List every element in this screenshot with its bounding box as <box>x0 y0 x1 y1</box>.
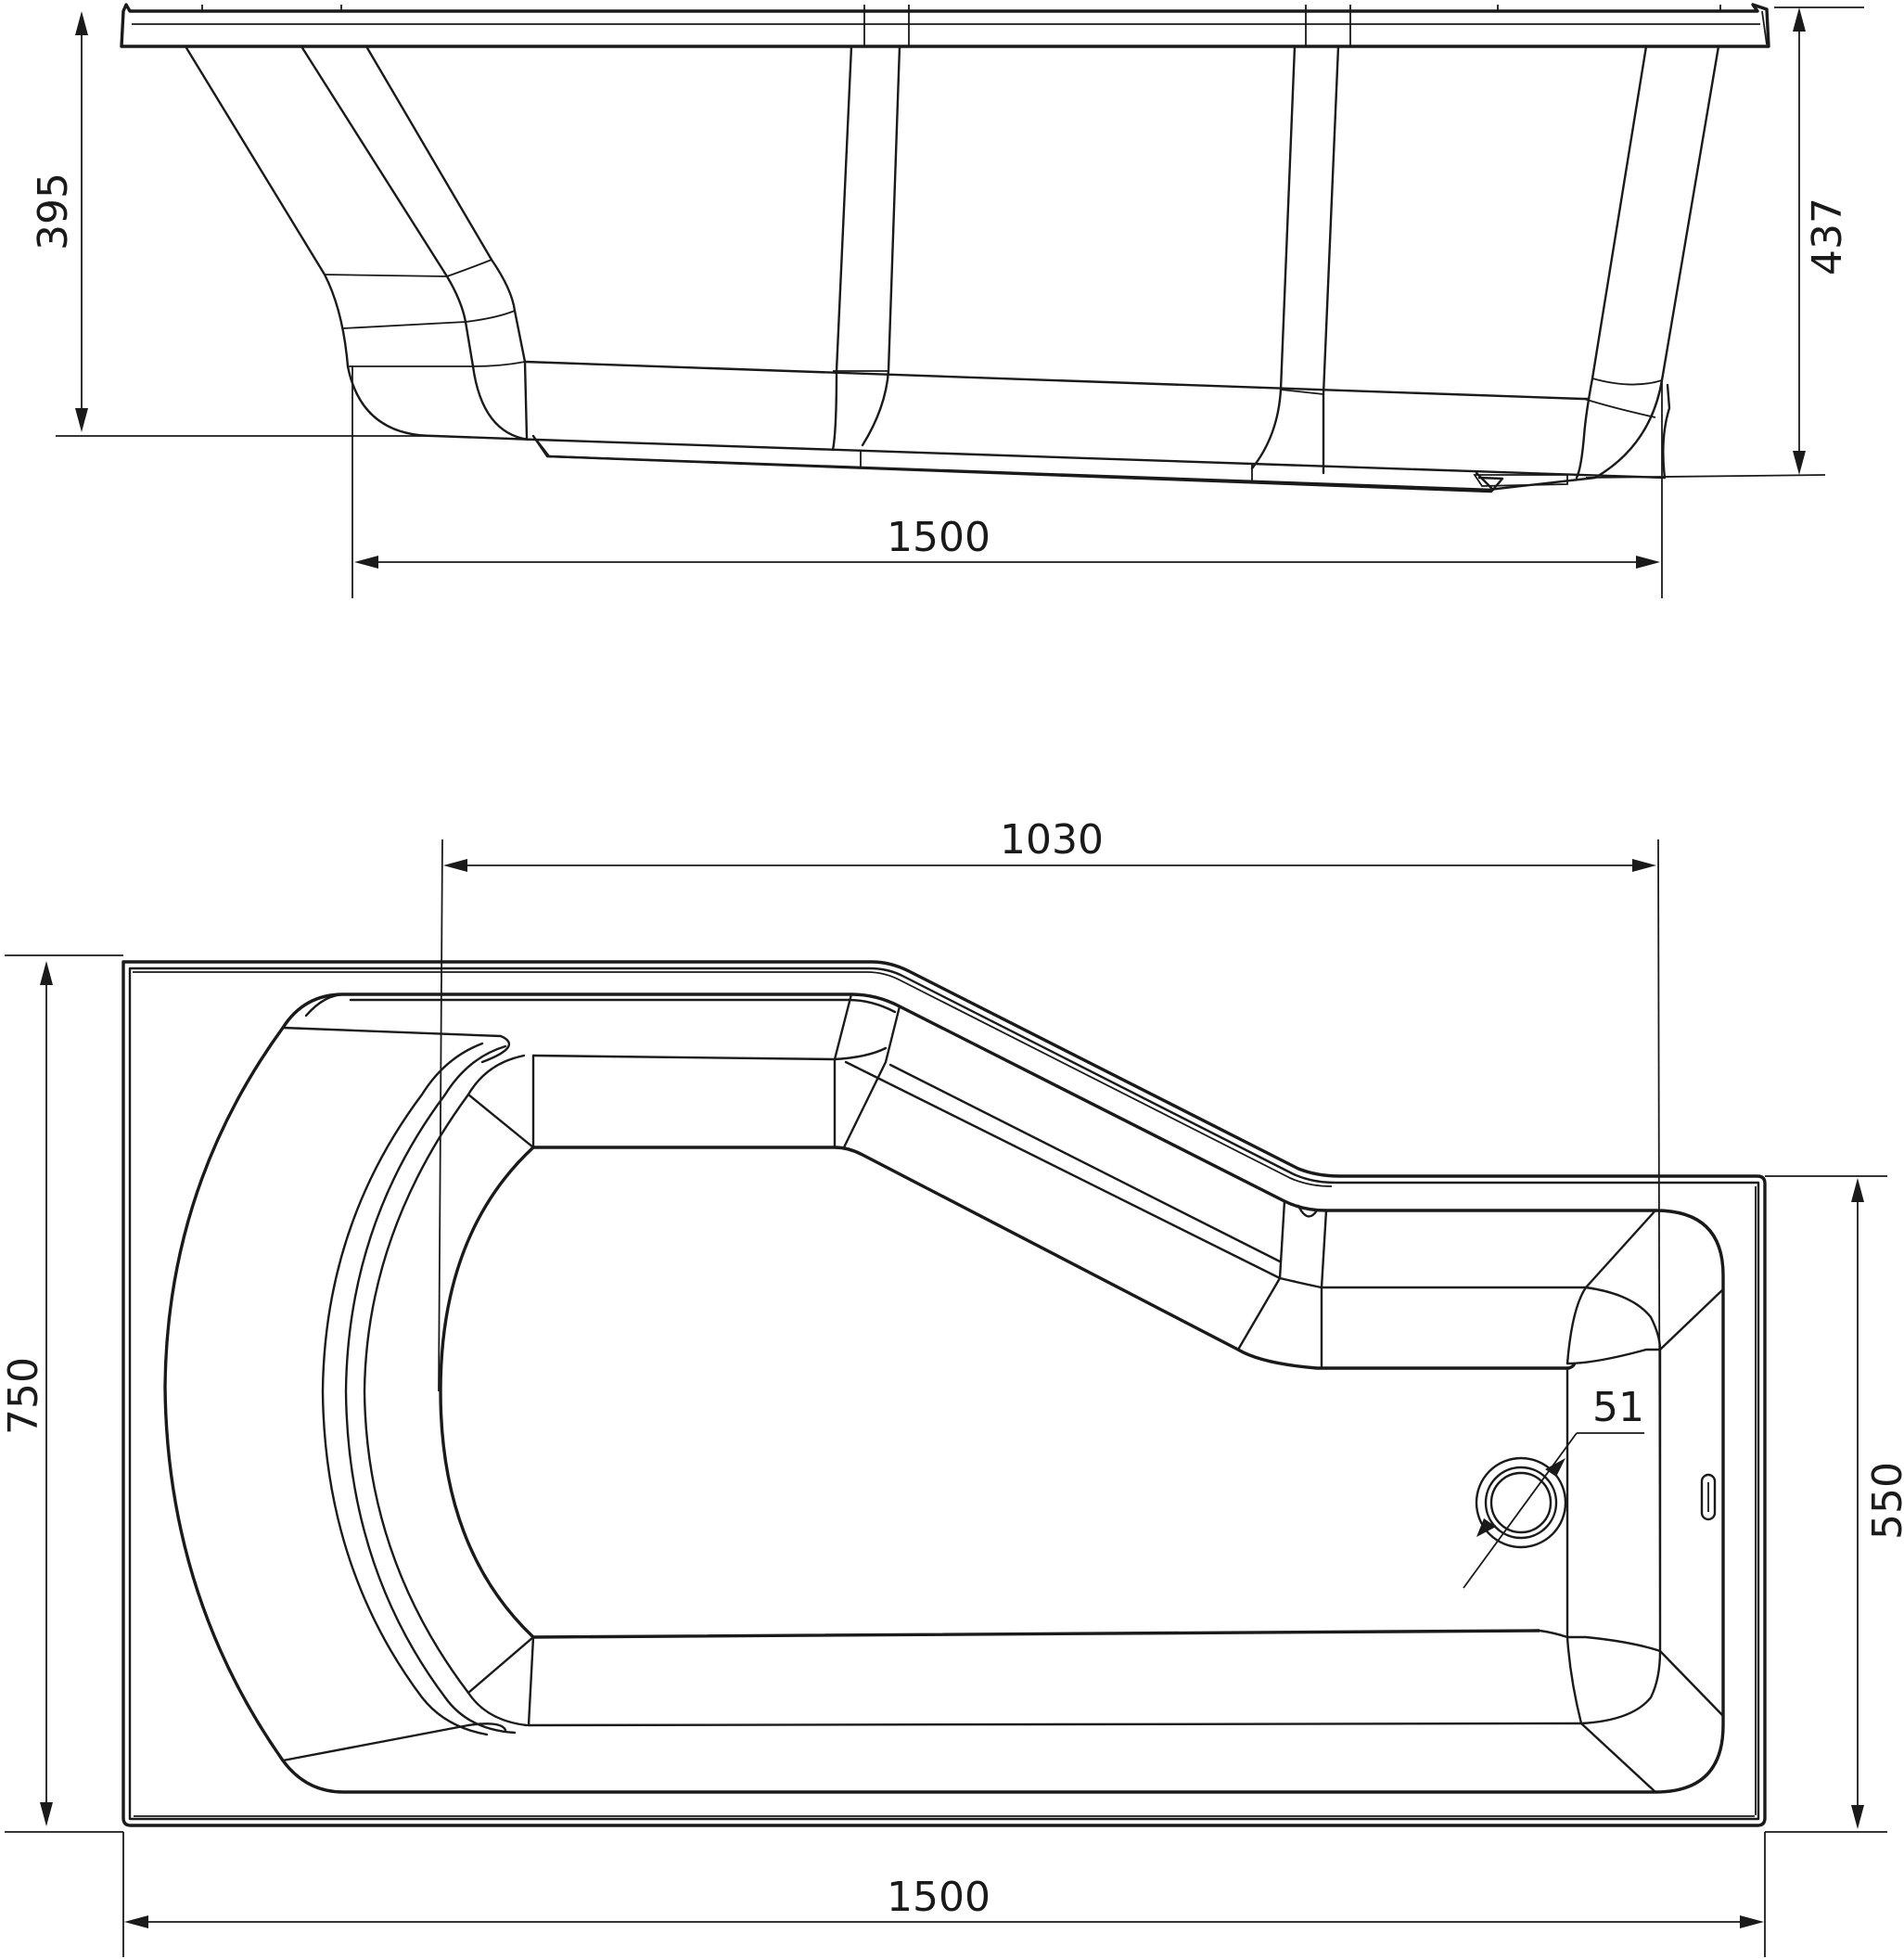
dim-right-height: 437 <box>1793 7 1851 475</box>
dim-label-1030: 1030 <box>1000 816 1104 864</box>
top-inner-rim <box>128 967 1760 1821</box>
dim-label-395: 395 <box>30 173 77 250</box>
dim-top-length: 1500 <box>124 1874 1764 1928</box>
top-basin-floor <box>533 1146 1577 1370</box>
side-backrest-inner-2 <box>364 45 529 440</box>
side-panel-2 <box>861 45 901 447</box>
dim-label-437: 437 <box>1804 198 1851 275</box>
drain <box>1475 1456 1567 1549</box>
side-backrest-outer <box>184 45 1495 492</box>
side-rim <box>120 3 1770 48</box>
dim-width-750: 750 <box>0 961 53 1826</box>
side-base <box>531 434 1504 493</box>
top-right-corner-upper <box>1565 1286 1662 1365</box>
side-panel-1 <box>831 45 853 452</box>
top-right-wall <box>1565 1366 1583 1725</box>
dim-top-1030: 1030 <box>443 816 1656 872</box>
top-outer-rim <box>121 960 1767 1827</box>
side-backrest-inner-1 <box>300 45 530 442</box>
side-view: 395 437 1500 <box>30 3 1864 598</box>
overflow <box>1700 1473 1717 1521</box>
dim-left-height: 395 <box>30 11 88 432</box>
rim-separators <box>201 5 1721 46</box>
side-drain <box>1473 474 1568 487</box>
top-view: 51 1030 750 550 <box>0 816 1904 1957</box>
top-headrest-curve-3 <box>363 1054 529 1727</box>
dim-label-750: 750 <box>0 1357 47 1435</box>
dim-drain-diameter: 51 <box>1463 1384 1644 1589</box>
top-bath-edge <box>163 992 1725 1794</box>
top-headrest-crescent <box>281 1026 511 1064</box>
dim-label-550: 550 <box>1864 1462 1904 1540</box>
top-headrest-curve-2 <box>344 1044 517 1735</box>
side-floor-line <box>523 360 1591 401</box>
side-right-end <box>1575 45 1648 480</box>
dim-label-1500-top: 1500 <box>887 1874 990 1921</box>
top-right-corner-lower <box>1565 1635 1662 1725</box>
dim-label-51: 51 <box>1592 1384 1644 1431</box>
dim-label-1500-side: 1500 <box>887 514 990 561</box>
side-panel-3 <box>1250 45 1297 470</box>
dim-side-length: 1500 <box>354 514 1660 569</box>
side-panel-4 <box>1322 45 1340 475</box>
dim-width-550: 550 <box>1851 1178 1904 1829</box>
top-headrest-curve-1 <box>321 1042 489 1736</box>
